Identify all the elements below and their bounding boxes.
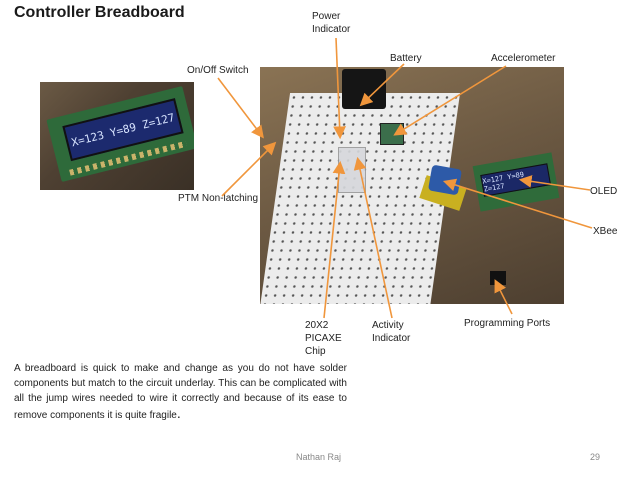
label-accelerometer: Accelerometer	[491, 53, 556, 64]
description-end-mark: .	[176, 405, 181, 421]
lcd-photo: X=123 Y=89 Z=127	[40, 82, 194, 190]
arrow-on-off-switch	[217, 77, 264, 139]
label-chip: 20X2 PICAXE Chip	[305, 319, 342, 358]
label-activity-indicator-line2: Indicator	[372, 333, 411, 344]
label-chip-line2: PICAXE	[305, 333, 342, 344]
label-oled: OLED	[590, 186, 618, 197]
breadboard-photo: X=127 Y=89 Z=127	[260, 67, 564, 304]
oled-screen: X=127 Y=89 Z=127	[480, 163, 552, 197]
label-xbee: XBee	[593, 226, 618, 237]
label-activity-indicator-line1: Activity	[372, 320, 404, 331]
description-text: A breadboard is quick to make and change…	[14, 363, 347, 421]
label-power-indicator-line1: Power	[312, 11, 341, 22]
page-number: 29	[590, 452, 601, 462]
accelerometer-module	[380, 123, 404, 145]
label-chip-line1: 20X2	[305, 320, 329, 331]
label-activity-indicator: Activity Indicator	[372, 319, 410, 345]
label-on-off-switch: On/Off Switch	[187, 65, 249, 76]
description-paragraph: A breadboard is quick to make and change…	[14, 361, 347, 423]
lcd-board: X=123 Y=89 Z=127	[46, 86, 194, 182]
label-battery: Battery	[390, 53, 422, 64]
picaxe-chip	[338, 147, 366, 193]
page-title: Controller Breadboard	[14, 4, 185, 21]
label-chip-line3: Chip	[305, 346, 326, 357]
footer-author: Nathan Raj	[296, 452, 342, 462]
battery-pack	[342, 69, 386, 109]
xbee-module	[427, 164, 463, 196]
oled-board: X=127 Y=89 Z=127	[472, 152, 560, 212]
label-power-indicator: Power Indicator	[312, 10, 350, 36]
label-ptm-non-latching: PTM Non-latching	[178, 193, 259, 204]
programming-port	[490, 271, 506, 285]
label-power-indicator-line2: Indicator	[312, 24, 351, 35]
label-programming-ports: Programming Ports	[464, 318, 551, 329]
